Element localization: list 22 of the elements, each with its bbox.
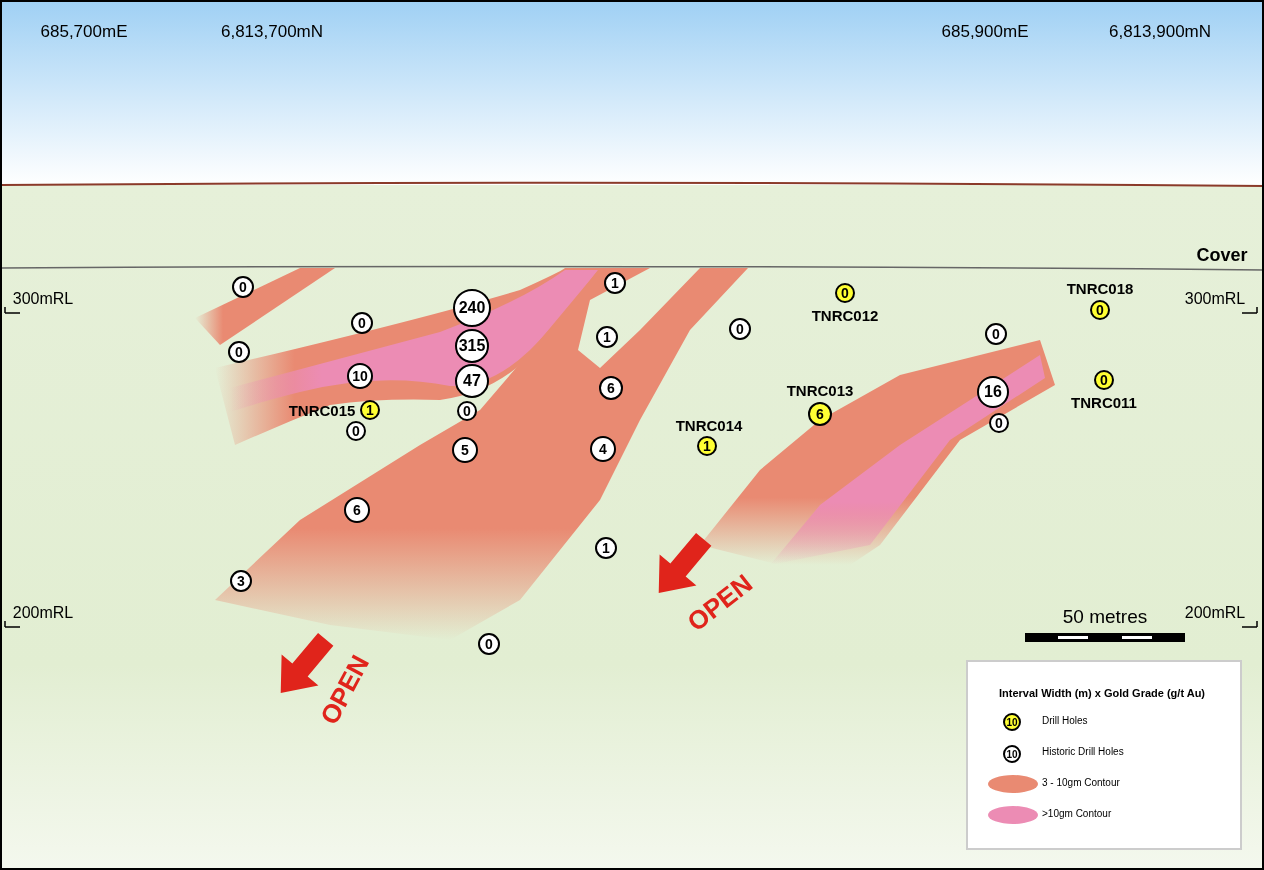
elevation-label: 300mRL	[12, 290, 74, 308]
drill-hole-id: TNRC014	[675, 416, 743, 434]
elevation-label: 300mRL	[1184, 290, 1246, 308]
cover-label: Cover	[1196, 244, 1248, 266]
northing-label: 6,813,700mN	[220, 22, 324, 42]
elevation-label: 200mRL	[12, 604, 74, 622]
drill-hole-id: TNRC018	[1066, 279, 1134, 297]
scale-label: 50 metres	[1062, 606, 1148, 628]
legend-title: Interval Width (m) x Gold Grade (g/t Au)	[998, 687, 1206, 699]
legend-text: 3 - 10gm Contour	[1042, 777, 1120, 788]
drill-hole-id: TNRC012	[811, 306, 879, 324]
drill-hole-id: TNRC013	[786, 381, 854, 399]
legend-marker-sample: 10	[1003, 745, 1021, 763]
drill-hole-id: TNRC011	[1071, 393, 1137, 411]
legend-text: Drill Holes	[1042, 715, 1088, 726]
legend-text: Historic Drill Holes	[1042, 746, 1124, 757]
drill-hole-id: TNRC015	[288, 401, 356, 419]
legend-text: >10gm Contour	[1042, 808, 1112, 819]
elevation-label: 200mRL	[1184, 604, 1246, 622]
easting-label: 685,700mE	[40, 22, 128, 42]
northing-label: 6,813,900mN	[1108, 22, 1212, 42]
easting-label: 685,900mE	[941, 22, 1029, 42]
